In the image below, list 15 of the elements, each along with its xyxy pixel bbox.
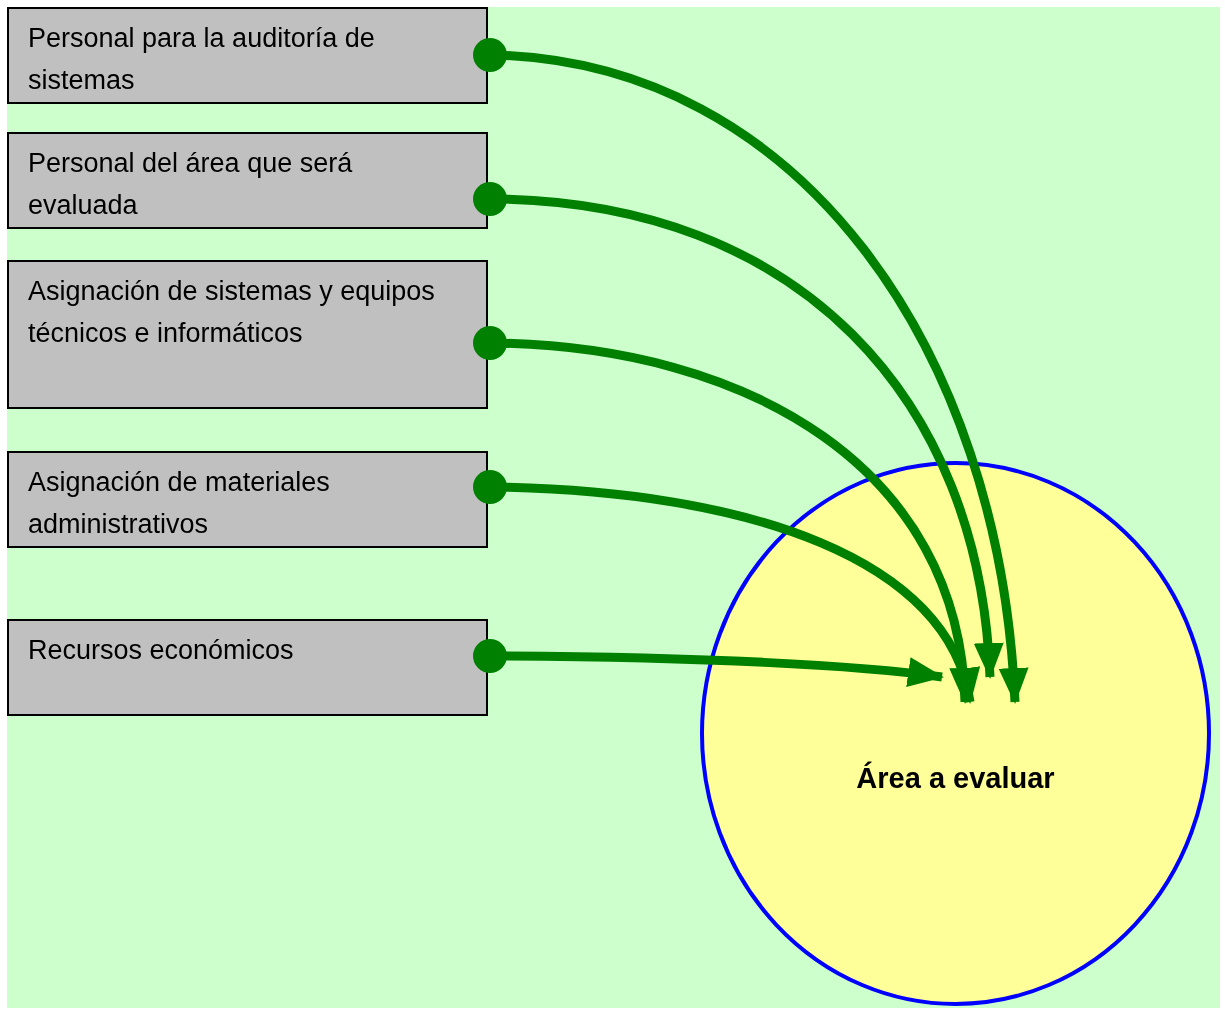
resource-box — [7, 132, 488, 229]
resource-box — [7, 451, 488, 548]
arrow — [473, 639, 944, 688]
circle-label: Área a evaluar — [855, 761, 1056, 795]
box-label: Asignación de materiales administrativos — [28, 466, 331, 541]
resource-box — [7, 619, 488, 716]
resource-box — [7, 7, 488, 104]
arrow — [473, 182, 1002, 679]
box-label: Recursos económicos — [28, 634, 294, 667]
box-label: Asignación de sistemas y equipos técnicos e informáticos — [28, 275, 436, 350]
box-label: Personal del área que será evaluada — [28, 147, 354, 222]
arrow — [473, 38, 1027, 704]
resource-box — [7, 260, 488, 409]
arrow — [473, 470, 977, 704]
box-label: Personal para la auditoría de sistemas — [28, 22, 376, 97]
